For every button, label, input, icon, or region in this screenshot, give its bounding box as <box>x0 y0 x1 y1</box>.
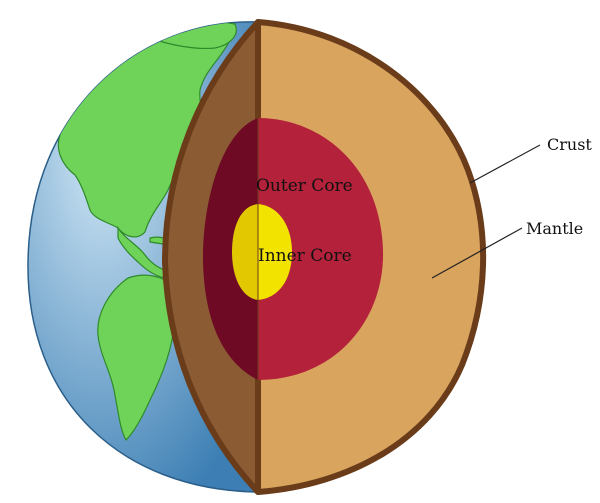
outer-core-label: Outer Core <box>256 176 353 196</box>
crust-label: Crust <box>547 135 592 154</box>
mantle-label: Mantle <box>526 219 583 238</box>
crust-leader-line <box>469 144 541 184</box>
outer-core-side-face <box>202 118 258 380</box>
inner-core-side-face <box>232 204 258 300</box>
inner-core-label: Inner Core <box>258 246 352 266</box>
mantle-leader-line <box>431 227 523 279</box>
inner-core-front-face <box>258 204 292 300</box>
outer-core-front-face <box>258 118 384 380</box>
